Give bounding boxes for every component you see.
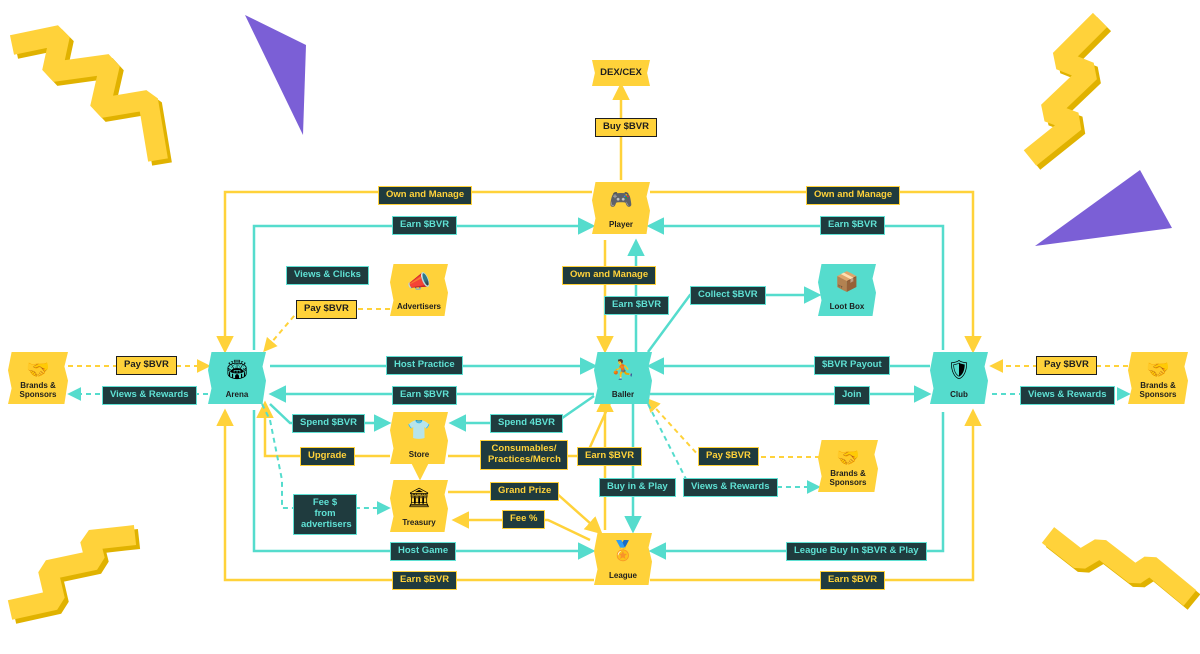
label-earn-bvr-bottom-left: Earn $BVR <box>392 571 458 590</box>
label-pay-bvr-advertisers: Pay $BVR <box>296 300 357 319</box>
label-own-manage-right: Own and Manage <box>806 186 901 205</box>
label-league-buy-in: League Buy In $BVR & Play <box>786 542 927 561</box>
label-bvr-payout: $BVR Payout <box>814 356 890 375</box>
node-store-label: Store <box>408 449 430 459</box>
node-brands-right-label: Brands & Sponsors <box>1139 381 1177 399</box>
label-spend-4bvr: Spend 4BVR <box>490 414 564 433</box>
edge-arena-fee-treasury <box>261 403 391 515</box>
node-arena-label: Arena <box>225 389 249 399</box>
megaphone-icon: 📣 <box>407 272 431 293</box>
handshake-icon: 🤝 <box>1146 360 1170 381</box>
node-store[interactable]: 👕 Store <box>390 412 448 464</box>
node-brands-mid-label: Brands & Sponsors <box>829 469 867 487</box>
label-spend-bvr: Spend $BVR <box>292 414 366 433</box>
label-host-practice: Host Practice <box>386 356 463 375</box>
node-lootbox-label: Loot Box <box>829 301 865 311</box>
label-host-game: Host Game <box>390 542 457 561</box>
label-views-rewards-right: Views & Rewards <box>1020 386 1115 405</box>
league-badge-icon: 🏅 <box>611 541 635 562</box>
edge-club-league <box>648 412 945 560</box>
edge-league-club-earn <box>650 408 982 582</box>
node-brands-left-label: Brands & Sponsors <box>19 381 57 399</box>
node-brands-mid[interactable]: 🤝 Brands & Sponsors <box>818 440 878 492</box>
decor-zigzag-bottom-right <box>1041 527 1200 610</box>
decor-triangle-top <box>245 15 306 135</box>
edge-club-earn-player <box>646 217 945 350</box>
label-pay-bvr-brands: Pay $BVR <box>698 447 759 466</box>
node-baller-label: Baller <box>611 389 635 399</box>
label-fee-from-advertisers: Fee $ from advertisers <box>293 494 357 535</box>
label-earn-bvr-mid: Earn $BVR <box>604 296 670 315</box>
node-league[interactable]: 🏅 League <box>594 533 652 585</box>
label-buy-bvr: Buy $BVR <box>595 118 657 137</box>
node-brands-left[interactable]: 🤝 Brands & Sponsors <box>8 352 68 404</box>
label-upgrade: Upgrade <box>300 447 355 466</box>
node-player-label: Player <box>608 219 634 229</box>
label-pay-bvr-right: Pay $BVR <box>1036 356 1097 375</box>
label-pay-bvr-left: Pay $BVR <box>116 356 177 375</box>
node-loot-box[interactable]: 📦 Loot Box <box>818 264 876 316</box>
label-collect-bvr: Collect $BVR <box>690 286 766 305</box>
node-player[interactable]: 🎮 Player <box>592 182 650 234</box>
label-join: Join <box>834 386 870 405</box>
node-dex-cex-label: DEX/CEX <box>600 67 642 78</box>
node-treasury-label: Treasury <box>402 517 436 527</box>
lootbox-icon: 📦 <box>835 272 859 293</box>
node-treasury[interactable]: 🏛 Treasury <box>390 480 448 532</box>
label-buy-in-play: Buy in & Play <box>599 478 676 497</box>
arena-icon: 🏟 <box>224 360 250 381</box>
edge-own-manage-club <box>650 190 982 354</box>
node-brands-right[interactable]: 🤝 Brands & Sponsors <box>1128 352 1188 404</box>
label-own-manage-left: Own and Manage <box>378 186 473 205</box>
baller-icon: ⛹ <box>611 360 635 381</box>
edge-arena-earn-player <box>252 217 596 350</box>
node-club-label: Club <box>950 389 968 399</box>
node-dex-cex[interactable]: DEX/CEX <box>592 60 650 86</box>
edge-league-fee <box>451 511 591 542</box>
decor-zigzag-top-right <box>1023 12 1112 170</box>
label-own-manage-mid: Own and Manage <box>562 266 657 285</box>
label-earn-bvr-top-right: Earn $BVR <box>820 216 886 235</box>
label-fee-percent: Fee % <box>502 510 546 529</box>
decor-zigzag-top-left <box>9 25 172 166</box>
node-league-label: League <box>608 570 637 580</box>
label-views-rewards-left: Views & Rewards <box>102 386 197 405</box>
edge-league-arena-earn <box>216 408 594 582</box>
node-arena[interactable]: 🏟 Arena <box>208 352 266 404</box>
label-earn-bvr-top-left: Earn $BVR <box>392 216 458 235</box>
node-baller[interactable]: ⛹ Baller <box>594 352 652 404</box>
gamepad-icon: 🎮 <box>609 190 633 211</box>
label-consumables: Consumables/ Practices/Merch <box>480 440 568 470</box>
label-views-rewards-brands: Views & Rewards <box>683 478 778 497</box>
label-views-clicks: Views & Clicks <box>286 266 369 285</box>
treasury-icon: 🏛 <box>406 488 432 509</box>
edge-baller-views-brands <box>647 403 821 494</box>
label-earn-bvr-baller: Earn $BVR <box>577 447 643 466</box>
store-icon: 👕 <box>407 420 431 441</box>
handshake-icon: 🤝 <box>26 360 50 381</box>
decor-triangle-right <box>1035 170 1172 246</box>
label-earn-bvr-bottom-right: Earn $BVR <box>820 571 886 590</box>
node-club[interactable]: 🛡 Club <box>930 352 988 404</box>
label-earn-bvr-arena: Earn $BVR <box>392 386 458 405</box>
edge-arena-host-game <box>252 410 596 560</box>
node-advertisers[interactable]: 📣 Advertisers <box>390 264 448 316</box>
node-advertisers-label: Advertisers <box>396 301 442 311</box>
club-shield-icon: 🛡 <box>946 360 972 381</box>
decor-zigzag-bottom-left <box>7 525 141 624</box>
handshake-icon: 🤝 <box>836 448 860 469</box>
label-grand-prize: Grand Prize <box>490 482 560 501</box>
